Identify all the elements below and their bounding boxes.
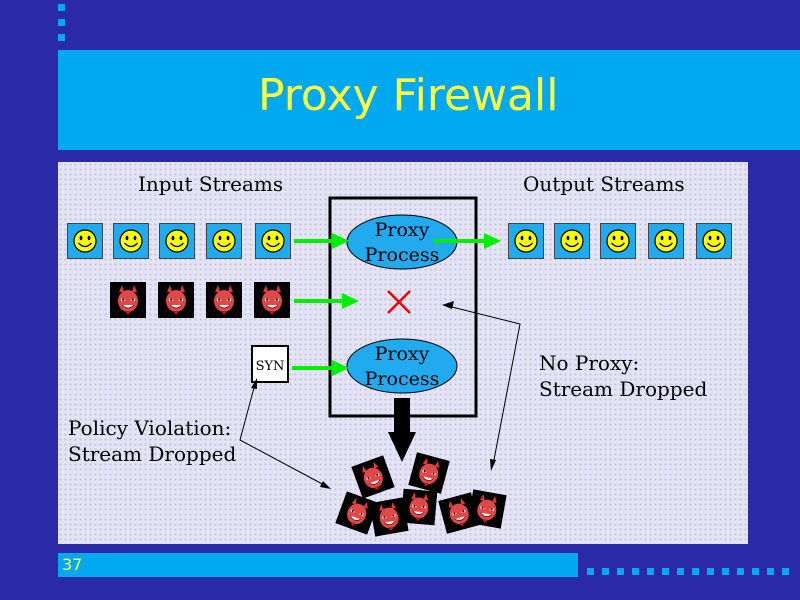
title-bar: Proxy Firewall xyxy=(58,50,800,150)
drop-arrow xyxy=(388,398,416,462)
devil-face-icon xyxy=(206,282,242,318)
decoration-square xyxy=(662,568,669,575)
decoration-square xyxy=(602,568,609,575)
input-streams-label: Input Streams xyxy=(138,172,284,196)
syn-packet-label: SYN xyxy=(256,359,285,374)
smiley-face-icon xyxy=(255,223,291,259)
decoration-square xyxy=(677,568,684,575)
policy-violation-pointer xyxy=(239,378,331,489)
smiley-face-icon xyxy=(508,223,544,259)
decoration-square xyxy=(737,568,744,575)
no-proxy-label: No Proxy: Stream Dropped xyxy=(539,350,707,402)
decoration-square xyxy=(58,19,65,26)
diagram-panel: Input Streams Output Streams xyxy=(58,162,748,544)
proxy-process-bottom-line1: Proxy xyxy=(375,343,430,365)
syn-packet-box xyxy=(251,345,289,383)
proxy-process-top-line1: Proxy xyxy=(375,219,430,241)
devil-face-icon xyxy=(110,282,146,318)
proxy-process-bottom-line2: Process xyxy=(365,368,440,390)
no-proxy-label-line1: No Proxy: xyxy=(539,351,640,375)
devil-face-icon xyxy=(351,455,395,499)
decoration-square xyxy=(692,568,699,575)
page-number: 37 xyxy=(62,555,83,574)
smiley-face-icon xyxy=(159,223,195,259)
devil-face-icon xyxy=(467,489,507,529)
policy-violation-label-line1: Policy Violation: xyxy=(68,416,232,440)
diagram-graphic: SYN Proxy Process Proxy Process xyxy=(67,196,732,537)
decoration-square xyxy=(632,568,639,575)
devil-face-icon xyxy=(158,282,194,318)
decoration-square xyxy=(782,568,789,575)
smiley-face-icon xyxy=(600,223,636,259)
devil-face-icon xyxy=(254,282,290,318)
proxy-process-bottom xyxy=(346,338,458,394)
green-arrow xyxy=(433,233,501,249)
decoration-square xyxy=(767,568,774,575)
smiley-face-icon xyxy=(648,223,684,259)
no-proxy-label-line2: Stream Dropped xyxy=(539,377,708,401)
devil-face-icon xyxy=(408,452,450,494)
decoration-square xyxy=(58,4,65,11)
devil-face-icon xyxy=(400,488,438,526)
green-arrow xyxy=(292,360,349,376)
decoration-square xyxy=(722,568,729,575)
no-proxy-pointer xyxy=(442,301,521,471)
decoration-square xyxy=(707,568,714,575)
policy-violation-label: Policy Violation: Stream Dropped xyxy=(68,415,236,467)
green-arrow xyxy=(294,233,349,249)
policy-violation-label-line2: Stream Dropped xyxy=(68,442,237,466)
decoration-square xyxy=(58,34,65,41)
decoration-square xyxy=(647,568,654,575)
smiley-face-icon xyxy=(113,223,149,259)
footer-bar: 37 xyxy=(58,553,578,577)
smiley-face-icon xyxy=(67,223,103,259)
decoration-square xyxy=(752,568,759,575)
smiley-face-icon xyxy=(696,223,732,259)
decoration-square xyxy=(587,568,594,575)
output-streams-label: Output Streams xyxy=(523,172,685,196)
slide-title: Proxy Firewall xyxy=(258,70,559,121)
green-arrow xyxy=(294,293,359,309)
smiley-face-icon xyxy=(554,223,590,259)
red-x-icon xyxy=(387,290,411,314)
decoration-square xyxy=(617,568,624,575)
smiley-face-icon xyxy=(206,223,242,259)
proxy-process-top-line2: Process xyxy=(365,244,440,266)
